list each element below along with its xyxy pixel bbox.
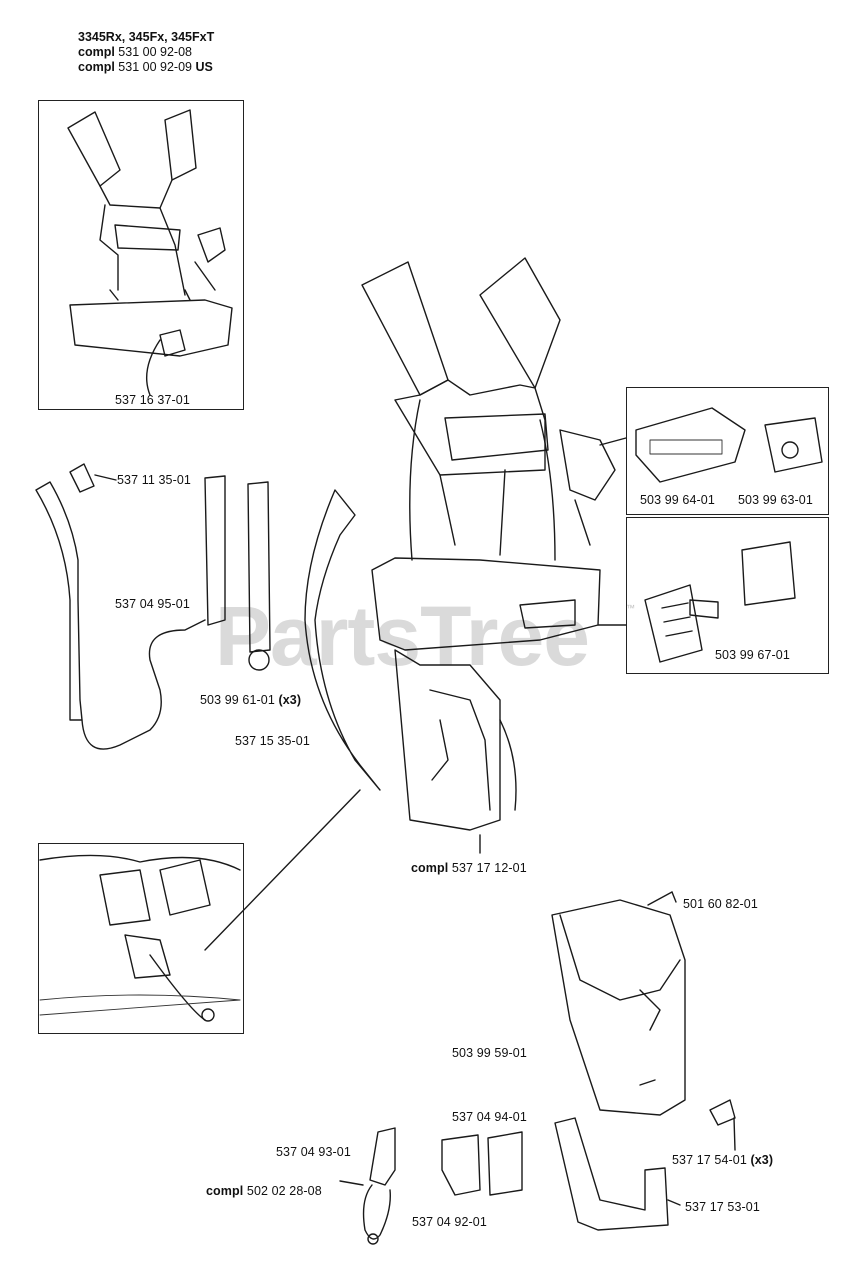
part-label-537-16-37-01: 537 16 37-01 — [115, 393, 190, 407]
part-number: 537 17 12-01 — [451, 861, 527, 875]
clip-icon — [69, 463, 95, 493]
hip-pad-icon — [304, 489, 381, 791]
trademark-mark: ™ — [626, 603, 635, 613]
holster-bracket-icon — [554, 1117, 669, 1231]
part-label-537-04-95-01: 537 04 95-01 — [115, 597, 190, 611]
buckle-cover-icon — [741, 541, 796, 606]
part-label-537-04-93-01: 537 04 93-01 — [276, 1145, 351, 1159]
compl-number: 531 00 92-09 — [118, 60, 192, 74]
detail-icon — [39, 854, 241, 1022]
leader-line — [204, 789, 361, 951]
inset-detail-box — [38, 843, 244, 1034]
buckle-icon — [644, 584, 719, 663]
quantity-suffix: (x3) — [750, 1153, 774, 1167]
complete-kit-line-2: compl 531 00 92-09 US — [78, 60, 213, 75]
inset-buckle-box — [626, 517, 829, 674]
part-label-503-99-61-01: 503 99 61-01 (x3) — [200, 693, 301, 707]
part-label-503-99-59-01: 503 99 59-01 — [452, 1046, 527, 1060]
part-label-537-17-54-01: 537 17 54-01 (x3) — [672, 1153, 773, 1167]
part-label-503-99-67-01: 503 99 67-01 — [715, 648, 790, 662]
holster-icon — [551, 899, 686, 1116]
inset-decal-box — [626, 387, 829, 515]
model-list: 3345Rx, 345Fx, 345FxT — [78, 30, 215, 44]
part-label-537-04-94-01: 537 04 94-01 — [452, 1110, 527, 1124]
screw-icon — [709, 1099, 736, 1126]
part-label-501-60-82-01: 501 60 82-01 — [683, 897, 758, 911]
part-label-502-02-28-08: compl 502 02 28-08 — [206, 1184, 322, 1198]
part-number: 537 17 54-01 — [672, 1153, 747, 1167]
strap-padded-icon — [35, 475, 226, 750]
harness-small-icon — [67, 109, 233, 396]
part-number: 503 99 61-01 — [200, 693, 275, 707]
part-label-537-11-35-01: 537 11 35-01 — [117, 473, 191, 487]
compl-prefix: compl — [411, 861, 449, 875]
clip-assembly-icon — [362, 1127, 396, 1245]
compl-prefix: compl — [78, 60, 115, 74]
part-label-537-15-35-01: 537 15 35-01 — [235, 734, 310, 748]
part-label-503-99-63-01: 503 99 63-01 — [738, 493, 813, 507]
inset-harness-box — [38, 100, 244, 410]
complete-kit-line-1: compl 531 00 92-08 — [78, 45, 192, 60]
nail-icon — [647, 891, 673, 906]
strap-short-icon — [247, 481, 271, 671]
part-number: 502 02 28-08 — [246, 1184, 322, 1198]
part-label-537-04-92-01: 537 04 92-01 — [412, 1215, 487, 1229]
husqvarna-logo-decal — [635, 407, 746, 483]
compl-prefix: compl — [78, 45, 115, 59]
quantity-suffix: (x3) — [278, 693, 302, 707]
part-label-537-17-12-01: compl 537 17 12-01 — [411, 861, 527, 875]
part-label-503-99-64-01: 503 99 64-01 — [640, 493, 715, 507]
hook-icon — [441, 1131, 523, 1196]
part-label-537-17-53-01: 537 17 53-01 — [685, 1200, 760, 1214]
main-harness-icon — [361, 257, 616, 831]
compl-number: 531 00 92-08 — [118, 45, 192, 59]
compl-prefix: compl — [206, 1184, 244, 1198]
cover-plate-icon — [764, 417, 823, 473]
region-suffix: US — [195, 60, 213, 74]
